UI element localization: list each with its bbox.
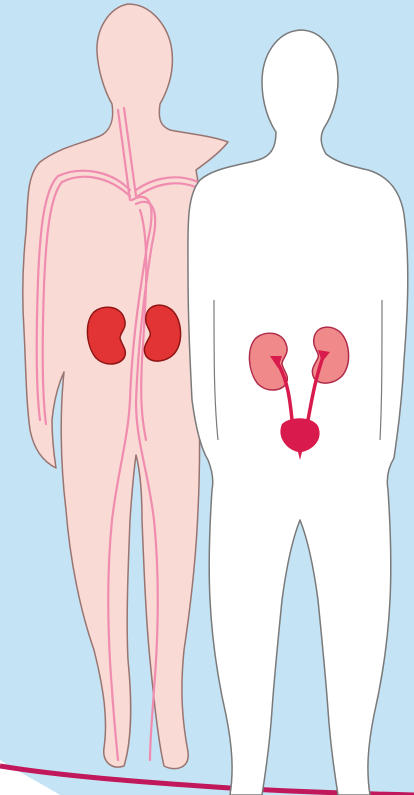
left-figure-kidney-right (144, 305, 180, 361)
